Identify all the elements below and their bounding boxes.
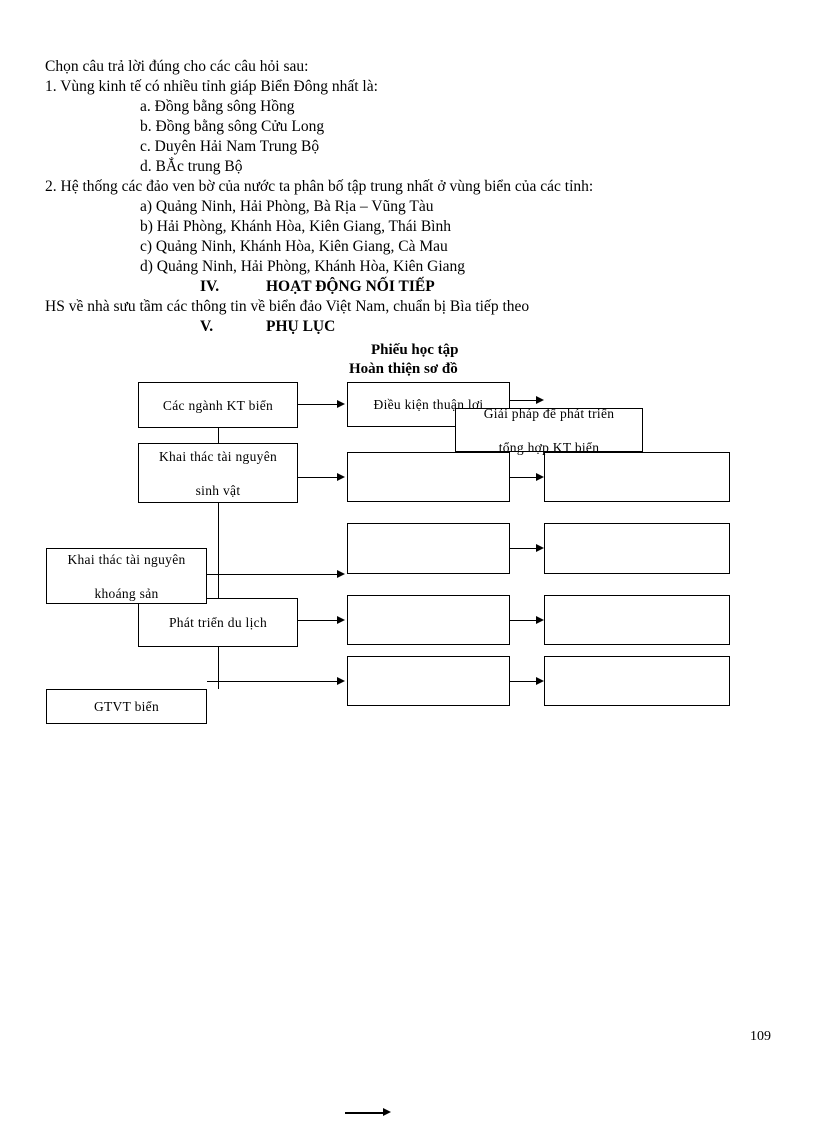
box-blank-col2-row5[interactable] bbox=[347, 656, 510, 706]
arrow-head-icon bbox=[337, 677, 345, 685]
intro-line: Chọn câu trả lời đúng cho các câu hỏi sa… bbox=[45, 58, 309, 75]
box-label: Phát triển du lịch bbox=[168, 615, 267, 630]
arrow-head-icon bbox=[536, 677, 544, 685]
box-label-line1: Khai thác tài nguyên bbox=[158, 448, 278, 464]
section-iv-title: HOẠT ĐỘNG NỐI TIẾP bbox=[266, 278, 435, 295]
box-khai-thac-tai-nguyen-sinh-vat[interactable]: Khai thác tài nguyên sinh vật bbox=[138, 443, 298, 503]
question-1-option-b: b. Đồng bằng sông Cửu Long bbox=[140, 118, 325, 135]
section-iv-numeral: IV. bbox=[200, 278, 220, 295]
question-2-option-b: b) Hải Phòng, Khánh Hòa, Kiên Giang, Thá… bbox=[140, 218, 451, 235]
arrow-head-icon bbox=[337, 616, 345, 624]
arrow-head-icon bbox=[536, 544, 544, 552]
connector-line bbox=[298, 620, 341, 621]
box-label: Khai thác tài nguyên khoáng sản bbox=[57, 551, 195, 602]
connector-line bbox=[207, 574, 341, 575]
exercise-text-block: Chọn câu trả lời đúng cho các câu hỏi sa… bbox=[45, 57, 775, 337]
box-label-line2: khoáng sản bbox=[94, 585, 159, 601]
section-v-numeral: V. bbox=[200, 318, 214, 335]
page-number: 109 bbox=[750, 1029, 771, 1044]
box-label-line2: sinh vật bbox=[195, 482, 241, 498]
question-1-option-d: d. BẮc trung Bộ bbox=[140, 158, 243, 175]
connector-line bbox=[218, 647, 219, 689]
flow-diagram: Các ngành KT biển Khai thác tài nguyên si… bbox=[46, 382, 730, 724]
box-blank-col3-row2[interactable] bbox=[544, 452, 730, 502]
section-heading-iv: IV. HOẠT ĐỘNG NỐI TIẾP bbox=[45, 277, 775, 297]
box-label: Giải pháp để phát triển tổng hợp KT biển bbox=[474, 405, 625, 456]
arrow-head-icon bbox=[337, 570, 345, 578]
box-blank-col2-row4[interactable] bbox=[347, 595, 510, 645]
question-1: 1. Vùng kinh tế có nhiều tỉnh giáp Biển … bbox=[45, 78, 378, 95]
connector-line bbox=[207, 681, 341, 682]
connector-line bbox=[298, 404, 341, 405]
arrow-head-icon bbox=[536, 616, 544, 624]
section-heading-v: V. PHỤ LỤC bbox=[45, 317, 775, 337]
arrow-head-icon bbox=[536, 473, 544, 481]
connector-line bbox=[510, 400, 540, 401]
box-label-line2: tổng hợp KT biển bbox=[498, 439, 600, 455]
connector-line bbox=[510, 681, 540, 682]
connector-line bbox=[510, 620, 540, 621]
connector-line bbox=[218, 428, 219, 443]
box-phat-trien-du-lich[interactable]: Phát triển du lịch bbox=[138, 598, 298, 647]
connector-line bbox=[510, 548, 540, 549]
box-label: Khai thác tài nguyên sinh vật bbox=[149, 448, 287, 499]
box-label-line1: Khai thác tài nguyên bbox=[67, 551, 186, 567]
box-label-line1: Giải pháp để phát triển bbox=[483, 405, 615, 421]
section-v-title: PHỤ LỤC bbox=[266, 318, 336, 335]
worksheet-subtitle: Hoàn thiện sơ đồ bbox=[349, 361, 458, 377]
question-2-option-d: d) Quảng Ninh, Hải Phòng, Khánh Hòa, Kiê… bbox=[140, 258, 466, 275]
box-blank-col3-row3[interactable] bbox=[544, 523, 730, 574]
box-blank-col2-row2[interactable] bbox=[347, 452, 510, 502]
question-2-option-a: a) Quảng Ninh, Hải Phòng, Bà Rịa – Vũng … bbox=[140, 198, 434, 215]
homework-line: HS về nhà sưu tầm các thông tin về biển … bbox=[45, 298, 530, 315]
worksheet-title: Phiếu học tập bbox=[371, 342, 459, 358]
box-cac-nganh-kt-bien[interactable]: Các ngành KT biển bbox=[138, 382, 298, 428]
question-1-option-a: a. Đồng bằng sông Hồng bbox=[140, 98, 295, 115]
question-2-option-c: c) Quảng Ninh, Khánh Hòa, Kiên Giang, Cà… bbox=[140, 238, 448, 255]
arrow-head-icon bbox=[536, 396, 544, 404]
arrow-head-icon bbox=[337, 400, 345, 408]
question-2: 2. Hệ thống các đảo ven bờ của nước ta p… bbox=[45, 178, 594, 195]
box-gtvt-bien[interactable]: GTVT biển bbox=[46, 689, 207, 724]
connector-line bbox=[298, 477, 341, 478]
arrow-head-icon bbox=[383, 1108, 391, 1116]
connector-line bbox=[510, 477, 540, 478]
box-blank-col3-row4[interactable] bbox=[544, 595, 730, 645]
box-blank-col3-row5[interactable] bbox=[544, 656, 730, 706]
connector-line bbox=[345, 1112, 387, 1114]
box-khai-thac-tai-nguyen-khoang-san[interactable]: Khai thác tài nguyên khoáng sản bbox=[46, 548, 207, 604]
box-blank-col2-row3[interactable] bbox=[347, 523, 510, 574]
box-label: Các ngành KT biển bbox=[162, 397, 274, 413]
box-label: GTVT biển bbox=[93, 699, 160, 714]
connector-line bbox=[218, 503, 219, 599]
box-giai-phap-phat-trien-tong-hop[interactable]: Giải pháp để phát triển tổng hợp KT biển bbox=[455, 406, 643, 455]
arrow-head-icon bbox=[337, 473, 345, 481]
question-1-option-c: c. Duyên Hải Nam Trung Bộ bbox=[140, 138, 320, 155]
